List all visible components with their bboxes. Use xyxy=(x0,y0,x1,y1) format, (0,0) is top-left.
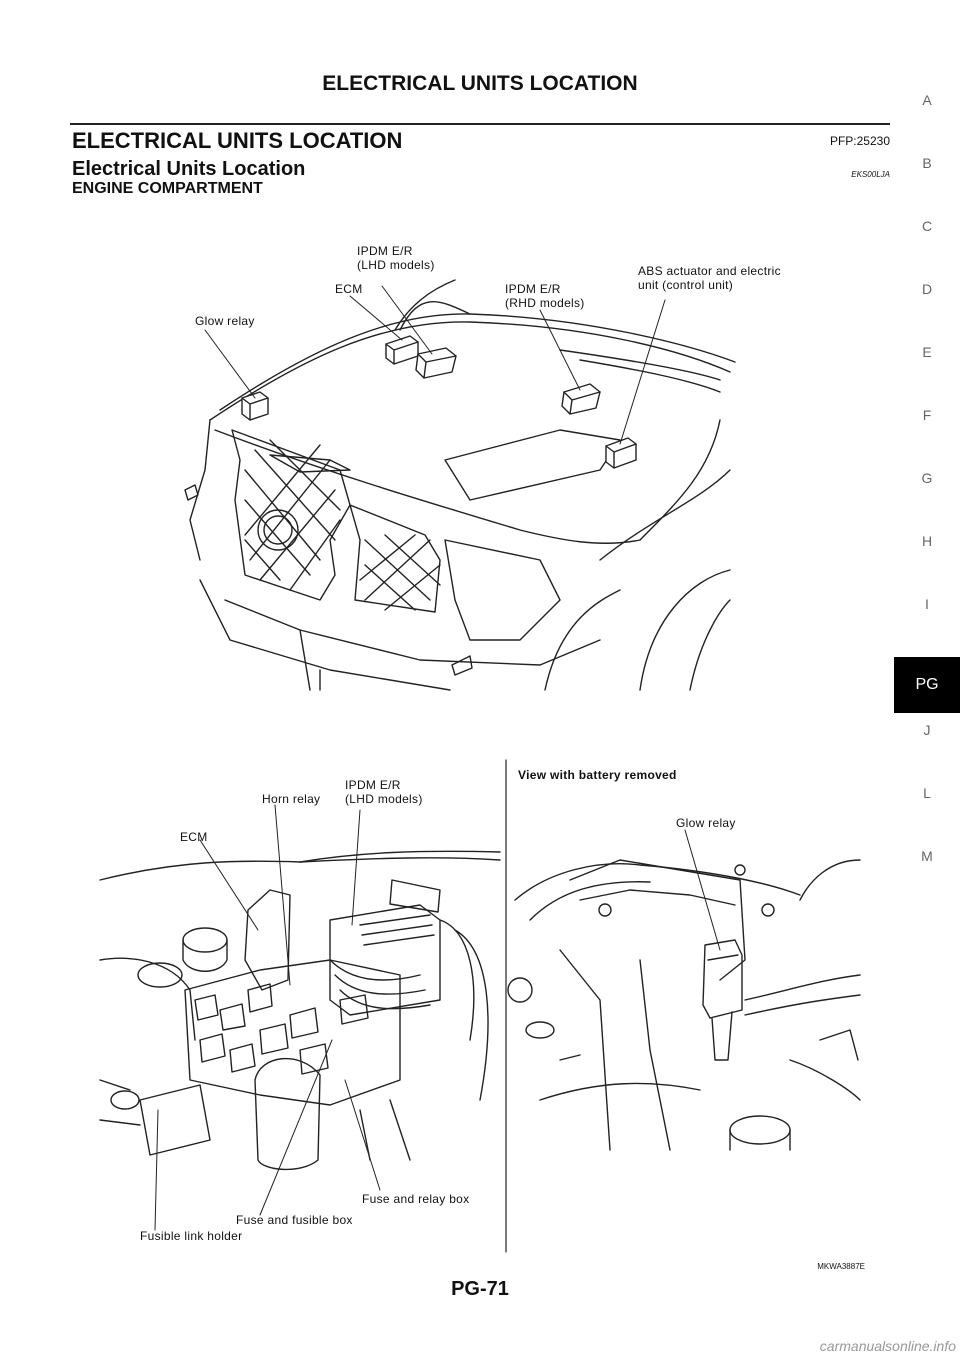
tab-f[interactable]: F xyxy=(922,407,932,423)
subsection-title: Electrical Units Location xyxy=(72,158,306,180)
top-unit-boxes xyxy=(241,335,637,469)
header-title: ELECTRICAL UNITS LOCATION xyxy=(322,72,638,95)
tab-j[interactable]: J xyxy=(923,722,931,738)
label-glow-relay-bottom: Glow relay xyxy=(676,816,736,830)
bottom-left-leaders xyxy=(154,804,381,1231)
label-fuse-relay-box: Fuse and relay box xyxy=(362,1192,470,1206)
label-horn-relay: Horn relay xyxy=(262,792,321,806)
compartment-title: ENGINE COMPARTMENT xyxy=(72,180,263,197)
label-abs-top: ABS actuator and electric unit (control … xyxy=(638,264,781,292)
label-ecm-top: ECM xyxy=(335,282,363,296)
tab-c[interactable]: C xyxy=(921,218,933,234)
label-fuse-fusible-box: Fuse and fusible box xyxy=(236,1213,353,1227)
pfp-code: PFP:25230 xyxy=(829,134,890,148)
tab-a[interactable]: A xyxy=(922,92,932,108)
tab-h[interactable]: H xyxy=(921,533,933,549)
subsection-code: EKS00LJA xyxy=(851,170,890,179)
tab-e[interactable]: E xyxy=(922,344,932,360)
tab-m[interactable]: M xyxy=(921,848,933,864)
page-number: PG-71 xyxy=(451,1278,509,1300)
header-rule xyxy=(70,123,890,125)
label-ipdm-lhd-bottom: IPDM E/R (LHD models) xyxy=(345,778,423,806)
label-ecm-bottom: ECM xyxy=(180,830,208,844)
engine-bay-drawing xyxy=(99,850,501,1171)
watermark: carmanualsonline.info xyxy=(819,1338,956,1354)
label-ipdm-rhd-top: IPDM E/R (RHD models) xyxy=(505,282,585,310)
top-leaders xyxy=(204,285,666,445)
tab-pg[interactable]: PG xyxy=(894,657,960,713)
view-title: View with battery removed xyxy=(518,768,677,782)
section-title: ELECTRICAL UNITS LOCATION xyxy=(72,128,403,153)
label-ipdm-lhd-top: IPDM E/R (LHD models) xyxy=(357,244,435,272)
label-glow-relay-top: Glow relay xyxy=(195,314,255,328)
tab-b[interactable]: B xyxy=(922,155,932,171)
tab-d[interactable]: D xyxy=(921,281,933,297)
figure-code: MKWA3887E xyxy=(817,1262,865,1271)
tab-g[interactable]: G xyxy=(921,470,933,486)
battery-removed-drawing xyxy=(507,859,861,1151)
label-fusible-link-holder: Fusible link holder xyxy=(140,1229,243,1243)
truck-front-drawing xyxy=(184,279,736,691)
tab-i[interactable]: I xyxy=(925,596,929,612)
tab-l[interactable]: L xyxy=(923,785,931,801)
bottom-right-leaders xyxy=(684,829,721,951)
